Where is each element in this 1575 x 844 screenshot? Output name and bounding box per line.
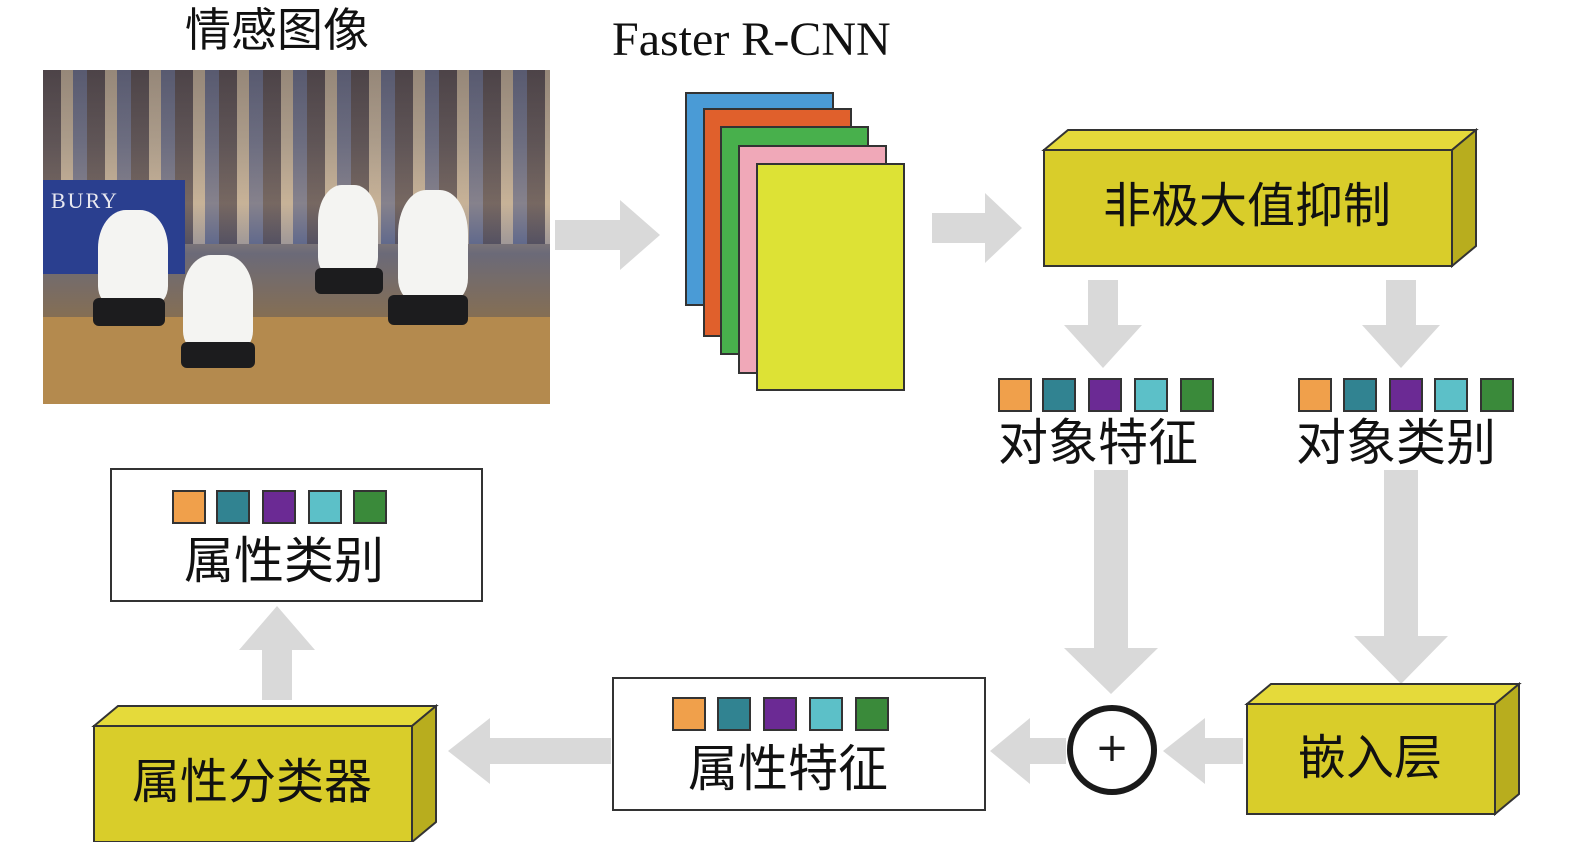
object-feature-swatch [998, 378, 1032, 412]
plus-node [1067, 705, 1157, 795]
attribute-class-swatch [216, 490, 250, 524]
emotion-image: BURY [43, 70, 550, 404]
arrow-nms-to-features [1064, 280, 1142, 368]
object-feature-swatch [1134, 378, 1168, 412]
arrow-embedding-to-plus [1163, 718, 1243, 784]
attribute-feature-swatch [855, 697, 889, 731]
object-class-swatch [1389, 378, 1423, 412]
plus-symbol: + [1095, 725, 1129, 771]
attribute-class-swatch [172, 490, 206, 524]
arrow-classifier-to-classes [239, 606, 315, 700]
attribute-feature-swatch [717, 697, 751, 731]
photo-shorts [388, 295, 468, 325]
photo-player [398, 190, 468, 300]
object-class-swatch [1343, 378, 1377, 412]
attribute-class-swatch [353, 490, 387, 524]
photo-player [98, 210, 168, 305]
photo-banner-text: BURY [51, 188, 119, 213]
object-class-swatch [1480, 378, 1514, 412]
photo-floor [43, 317, 550, 404]
attribute-classifier-box [91, 704, 439, 842]
object-classes-label: 对象类别 [1296, 414, 1496, 472]
attribute-feature-swatch [763, 697, 797, 731]
arrow-nms-to-classes [1362, 280, 1440, 368]
image-caption: 情感图像 [185, 3, 369, 57]
object-class-swatch [1298, 378, 1332, 412]
photo-shorts [315, 268, 383, 294]
nms-box [1041, 128, 1479, 268]
object-feature-swatch [1088, 378, 1122, 412]
photo-shorts [181, 342, 255, 368]
embedding-label: 嵌入层 [1297, 730, 1442, 786]
arrow-rcnn-to-nms [932, 193, 1022, 263]
object-class-swatch [1434, 378, 1468, 412]
attribute-feature-swatch [672, 697, 706, 731]
attribute-class-swatch [262, 490, 296, 524]
object-feature-swatch [1042, 378, 1076, 412]
attribute-class-swatch [308, 490, 342, 524]
object-feature-swatch [1180, 378, 1214, 412]
arrow-classes-to-embedding [1354, 470, 1448, 684]
object-features-label: 对象特征 [998, 414, 1198, 472]
arrow-plus-to-attrfeat [990, 718, 1066, 784]
attribute-feature-swatch [809, 697, 843, 731]
model-label: Faster R-CNN [612, 13, 891, 66]
photo-player [183, 255, 253, 350]
feature-layer-yellow [756, 163, 905, 391]
attribute-classifier-label: 属性分类器 [131, 754, 372, 810]
photo-shorts [93, 298, 165, 326]
photo-player [318, 185, 378, 275]
arrow-features-to-plus [1064, 470, 1158, 694]
nms-label: 非极大值抑制 [1102, 178, 1391, 234]
embedding-box [1244, 682, 1522, 817]
attribute-classes-label: 属性类别 [184, 532, 384, 590]
attribute-features-label: 属性特征 [688, 740, 888, 798]
arrow-attrfeat-to-classifier [448, 718, 611, 784]
arrow-image-to-rcnn [555, 200, 660, 270]
